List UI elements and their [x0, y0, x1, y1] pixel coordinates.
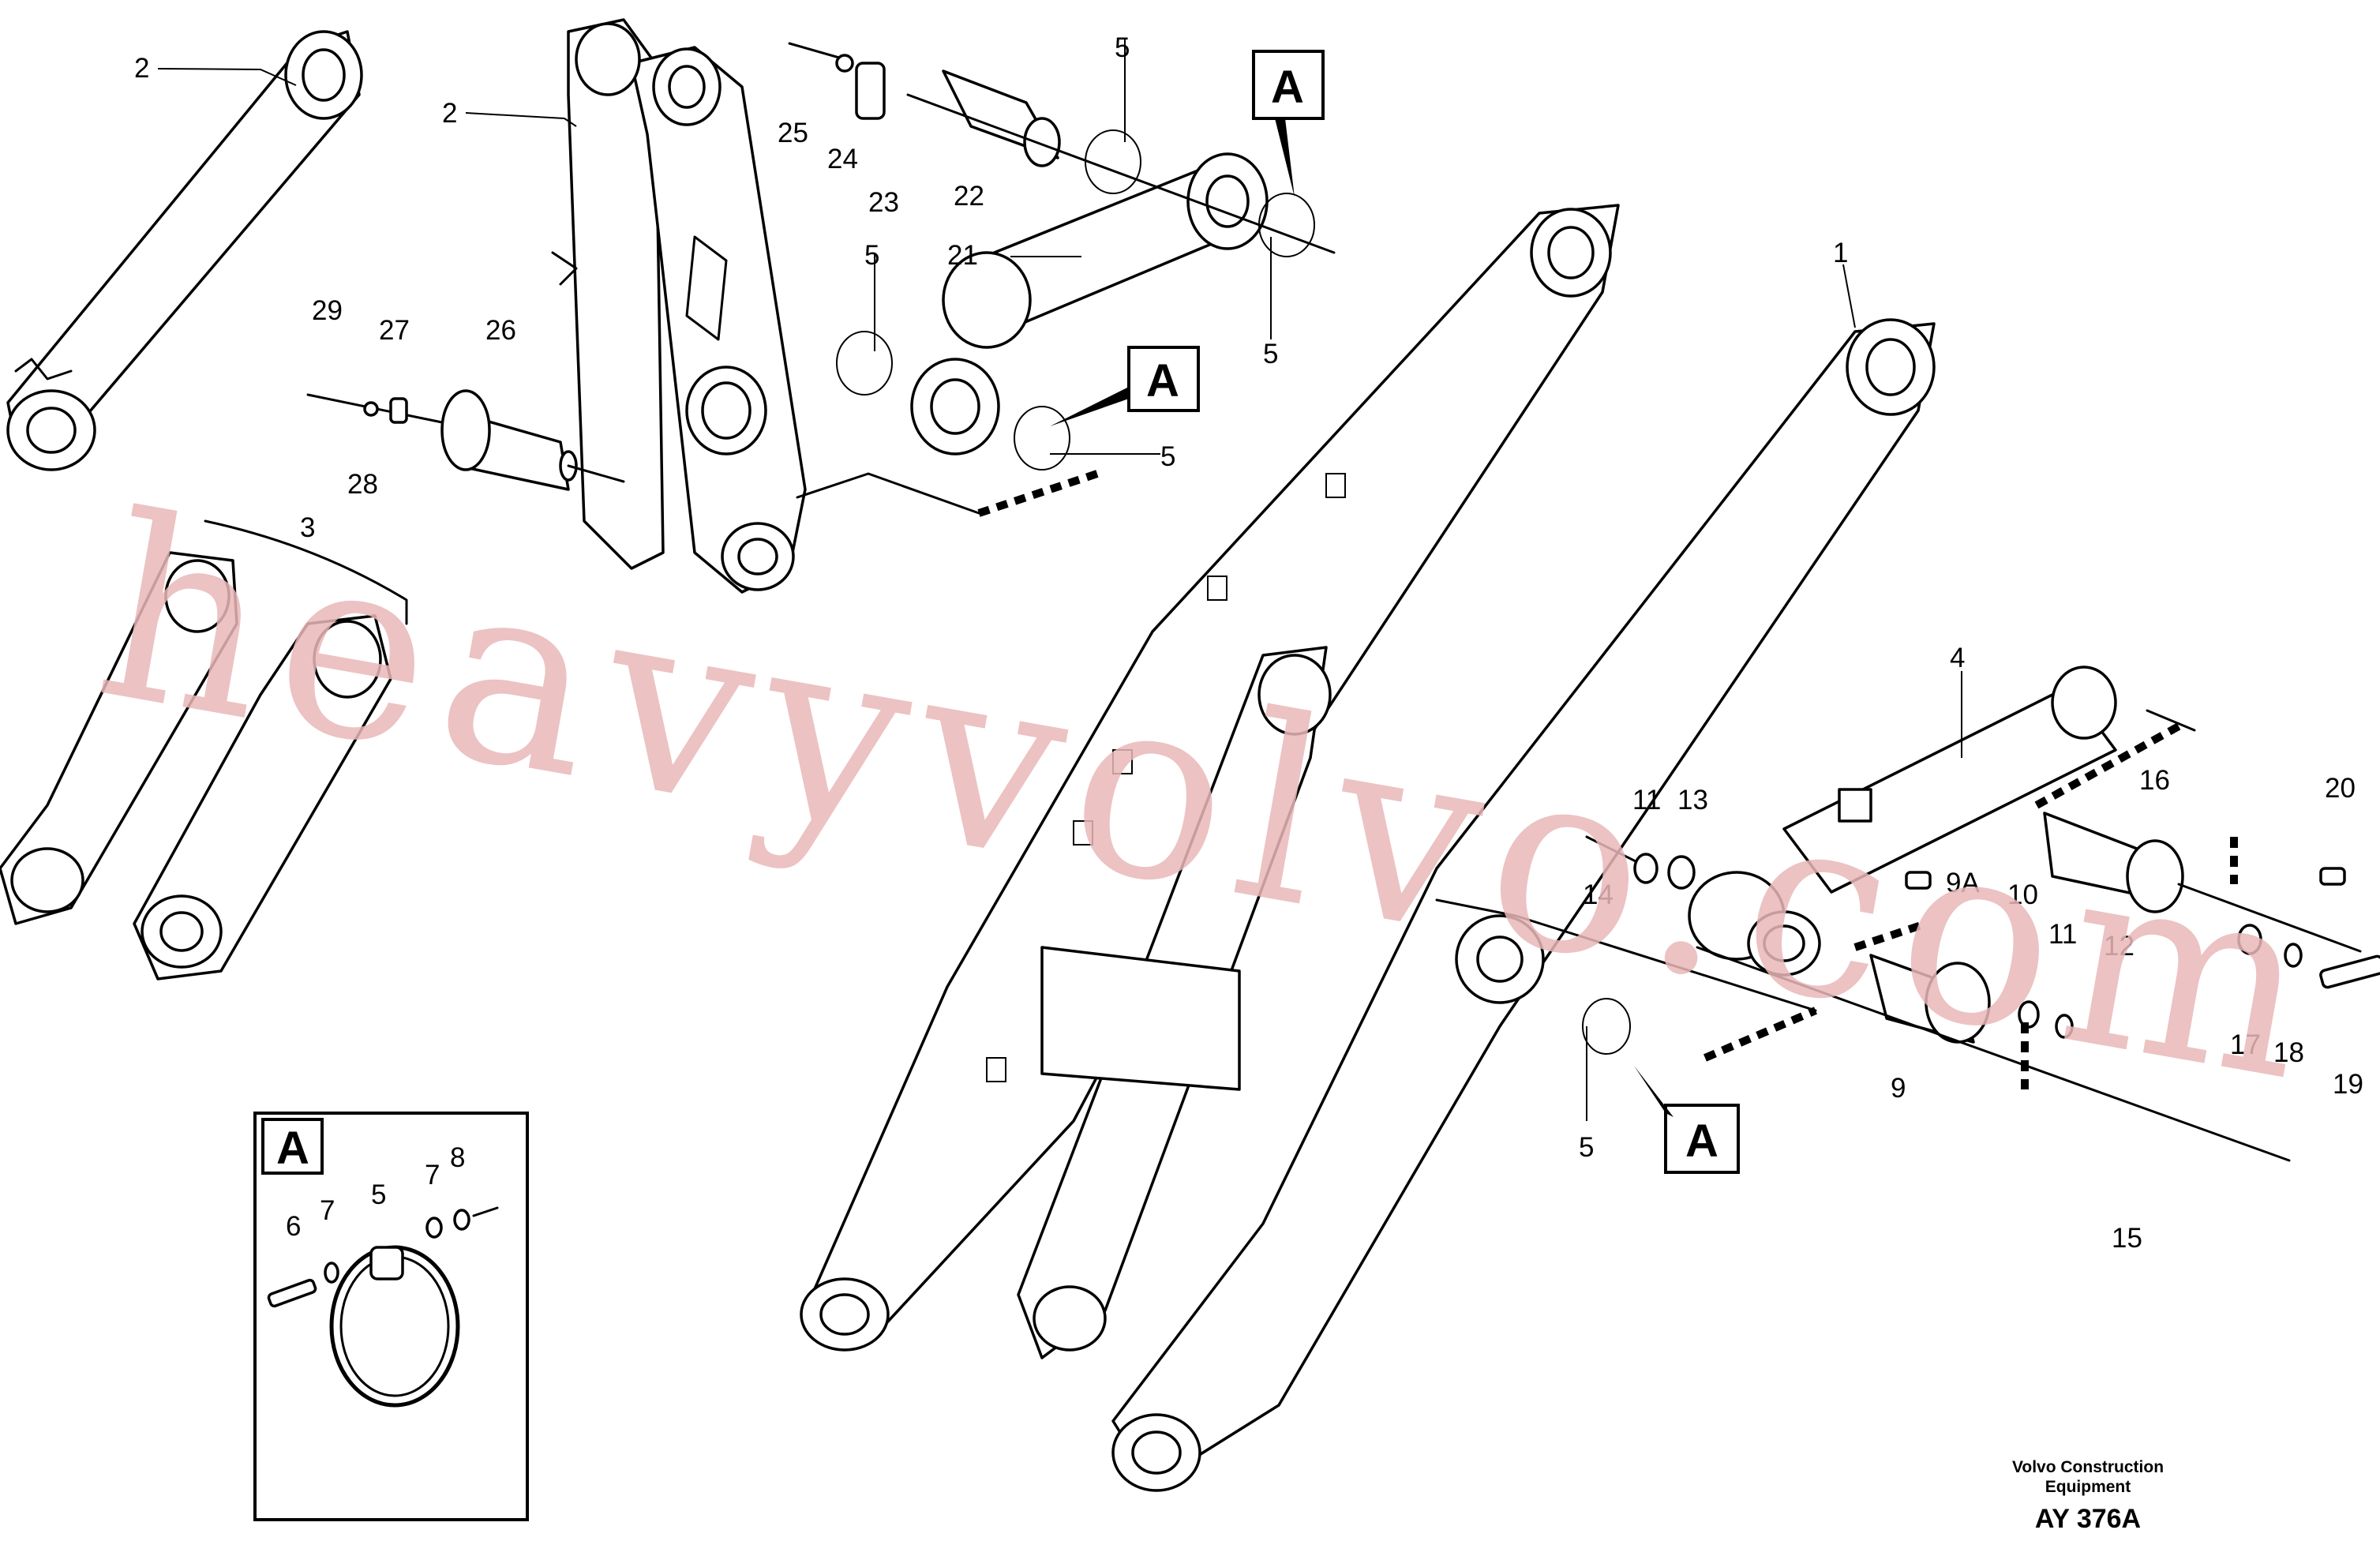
callout-26: 26: [485, 315, 516, 346]
callout-13: 13: [1677, 785, 1708, 815]
callout-16: 16: [2139, 765, 2170, 796]
callout-14: 14: [1583, 879, 1614, 910]
callout-18: 18: [2273, 1037, 2304, 1068]
view-marker-a-1: [1252, 50, 1325, 197]
leader-lines: [157, 39, 1962, 1121]
callout-5-b: 5: [864, 240, 879, 271]
link-part-2-pair: [551, 18, 807, 594]
detail-callout-6: 6: [286, 1211, 301, 1242]
callout-22: 22: [954, 181, 984, 212]
dashed-references: [796, 470, 2238, 1089]
callout-19: 19: [2333, 1069, 2363, 1100]
bolt-hardware-14-11-13: [1585, 835, 1932, 890]
callout-labels: 2 2 3 29 27 26 28 25 24 23 22 21 5 5 5 5…: [134, 32, 2363, 1254]
cylinder-part-4: [1688, 666, 2196, 977]
callout-25: 25: [778, 118, 808, 148]
maker-name-line-1: Volvo Construction: [2012, 1458, 2164, 1476]
callout-10: 10: [2007, 879, 2038, 910]
callout-4: 4: [1950, 643, 1965, 673]
view-marker-a-3: [1634, 1066, 1740, 1174]
callout-20: 20: [2325, 773, 2356, 804]
callout-3: 3: [300, 512, 315, 543]
detail-a-box: [253, 1112, 529, 1521]
view-marker-a-3-label: A: [1685, 1115, 1718, 1167]
callout-17: 17: [2230, 1029, 2261, 1060]
detail-a-label: A: [276, 1123, 309, 1174]
maker-name-line-2: Equipment: [2045, 1478, 2131, 1496]
boom-arm-part-1: [800, 204, 1936, 1492]
callout-5-e: 5: [1579, 1132, 1594, 1163]
callout-9a: 9A: [1946, 868, 1980, 898]
detail-callout-8: 8: [450, 1142, 465, 1173]
callout-24: 24: [827, 144, 858, 174]
callout-9: 9: [1891, 1073, 1906, 1104]
detail-callout-7-b: 7: [425, 1160, 440, 1190]
view-marker-a-2-label: A: [1146, 355, 1179, 407]
callout-2-pair: 2: [442, 98, 457, 129]
callout-21: 21: [947, 240, 978, 271]
view-marker-a-2: [1050, 346, 1200, 426]
callout-1: 1: [1833, 238, 1848, 268]
callout-5-a: 5: [1115, 32, 1130, 63]
callout-27: 27: [379, 315, 410, 346]
retaining-rings-5: [836, 129, 1631, 1055]
pin-part-9: [1696, 946, 2291, 1162]
pin-part-26: [306, 389, 625, 491]
detail-callout-5: 5: [371, 1179, 386, 1210]
link-part-2-single: [6, 30, 363, 471]
callout-2-single: 2: [134, 53, 149, 84]
pin-part-16: [2018, 812, 2380, 1039]
callout-11-a: 11: [1632, 785, 1661, 815]
callout-29: 29: [312, 295, 343, 326]
callout-28: 28: [347, 469, 378, 500]
callout-23: 23: [868, 187, 899, 218]
detail-callout-7-a: 7: [320, 1195, 335, 1226]
callout-5-d: 5: [1160, 441, 1175, 472]
cylinder-part-21: [910, 152, 1269, 456]
link-set-part-3: [0, 519, 408, 980]
callout-12: 12: [2104, 931, 2135, 962]
callout-5-c: 5: [1263, 339, 1278, 369]
pin-part-22: [788, 42, 1336, 254]
reference-code: AY 376A: [2035, 1504, 2141, 1534]
callout-15: 15: [2112, 1223, 2142, 1254]
callout-11-b: 11: [2048, 919, 2077, 950]
view-marker-a-1-label: A: [1271, 62, 1304, 113]
